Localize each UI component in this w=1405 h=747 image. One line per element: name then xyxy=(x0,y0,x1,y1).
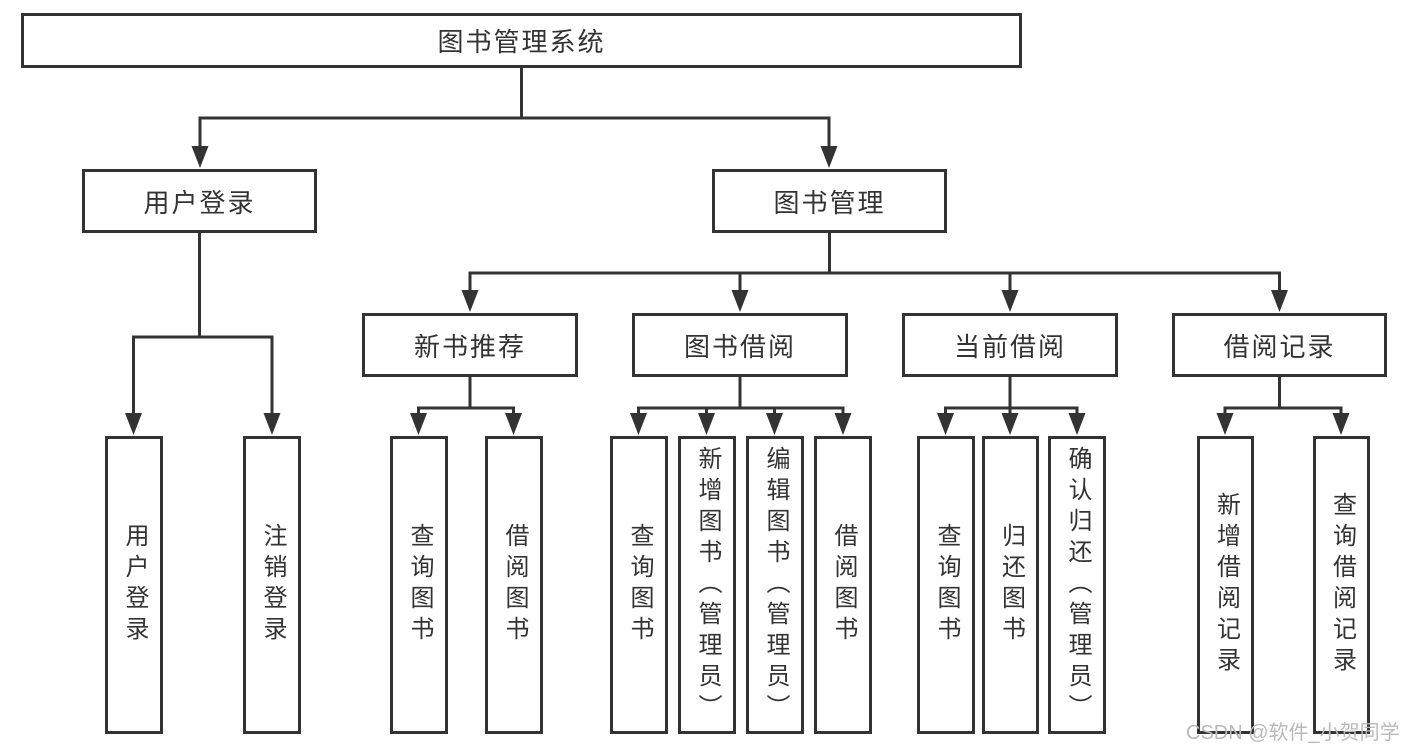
csdn-watermark: CSDN @软件_小贺同学 xyxy=(1186,722,1400,744)
node-book-mgmt-label: 图书管理 xyxy=(773,187,886,218)
leaf-bb-add-books-label: 新增图书（管理员） xyxy=(694,445,721,725)
arrowhead xyxy=(1068,413,1086,435)
node-borrow-records: 借阅记录 xyxy=(1172,313,1387,377)
leaf-bb-add-books: 新增图书（管理员） xyxy=(678,436,736,734)
arrowhead xyxy=(766,413,783,435)
leaf-cb-query-books: 查询图书 xyxy=(917,436,975,734)
leaf-br-query-record: 查询借阅记录 xyxy=(1313,436,1370,734)
edge-current-borrow-to-leaves xyxy=(944,377,1079,416)
leaf-bb-edit-books: 编辑图书（管理员） xyxy=(746,436,804,734)
node-current-borrow: 当前借阅 xyxy=(902,313,1118,377)
node-new-book-rec: 新书推荐 xyxy=(362,313,578,377)
arrowhead xyxy=(1001,290,1019,312)
node-root: 图书管理系统 xyxy=(21,13,1022,68)
edge-new-book-rec-to-leaves xyxy=(417,377,515,416)
edge-book-mgmt-to-level3 xyxy=(468,233,1281,293)
arrowhead xyxy=(125,413,142,435)
arrowhead xyxy=(1271,290,1288,312)
arrowhead xyxy=(505,413,522,435)
leaf-bb-borrow-books-label: 借阅图书 xyxy=(830,523,857,647)
node-user-login: 用户登录 xyxy=(82,169,317,233)
node-new-book-rec-label: 新书推荐 xyxy=(413,331,526,362)
leaf-user-login: 用户登录 xyxy=(105,436,163,734)
node-user-login-label: 用户登录 xyxy=(143,187,256,218)
edge-borrow-records-to-leaves xyxy=(1223,377,1343,416)
leaf-cb-return-books-label: 归还图书 xyxy=(997,523,1025,647)
leaf-br-add-record-label: 新增借阅记录 xyxy=(1212,492,1240,678)
leaf-logout-label: 注销登录 xyxy=(259,523,286,647)
leaf-bb-query-books: 查询图书 xyxy=(610,436,668,734)
edge-book-borrow-to-leaves xyxy=(637,377,845,416)
arrowhead xyxy=(937,413,954,435)
leaf-bb-edit-books-label: 编辑图书（管理员） xyxy=(762,445,789,725)
arrowhead xyxy=(191,146,209,168)
leaf-cb-return-books: 归还图书 xyxy=(982,436,1039,734)
node-borrow-records-label: 借阅记录 xyxy=(1223,331,1336,362)
edge-user-login-to-leaves xyxy=(132,233,274,416)
leaf-br-query-record-label: 查询借阅记录 xyxy=(1328,492,1356,678)
leaf-br-add-record: 新增借阅记录 xyxy=(1197,436,1254,734)
leaf-user-login-label: 用户登录 xyxy=(121,523,148,647)
arrowhead xyxy=(834,413,852,435)
arrowhead xyxy=(410,413,427,435)
arrowhead xyxy=(461,290,479,312)
node-root-label: 图书管理系统 xyxy=(437,27,606,57)
leaf-bb-borrow-books: 借阅图书 xyxy=(814,436,872,734)
arrowhead xyxy=(1001,413,1019,435)
node-book-borrow: 图书借阅 xyxy=(632,313,848,377)
node-current-borrow-label: 当前借阅 xyxy=(953,331,1066,362)
leaf-cb-confirm-return: 确认归还（管理员） xyxy=(1048,436,1106,734)
node-book-borrow-label: 图书借阅 xyxy=(683,331,796,362)
leaf-rec-borrow-books: 借阅图书 xyxy=(485,436,543,734)
leaf-rec-borrow-books-label: 借阅图书 xyxy=(501,523,528,647)
leaf-logout: 注销登录 xyxy=(243,436,301,734)
leaf-cb-confirm-return-label: 确认归还（管理员） xyxy=(1064,445,1091,725)
arrowhead xyxy=(698,413,715,435)
arrowhead xyxy=(820,146,838,168)
leaf-cb-query-books-label: 查询图书 xyxy=(933,523,960,647)
arrowhead xyxy=(1332,413,1350,435)
arrowhead xyxy=(731,290,749,312)
arrowhead xyxy=(630,413,647,435)
arrowhead xyxy=(1216,413,1234,435)
leaf-rec-query-books-label: 查询图书 xyxy=(406,523,433,647)
edge-root-to-level2 xyxy=(198,68,831,149)
arrowhead xyxy=(263,413,281,435)
leaf-rec-query-books: 查询图书 xyxy=(390,436,448,734)
node-book-mgmt: 图书管理 xyxy=(712,169,947,233)
leaf-bb-query-books-label: 查询图书 xyxy=(626,523,653,647)
